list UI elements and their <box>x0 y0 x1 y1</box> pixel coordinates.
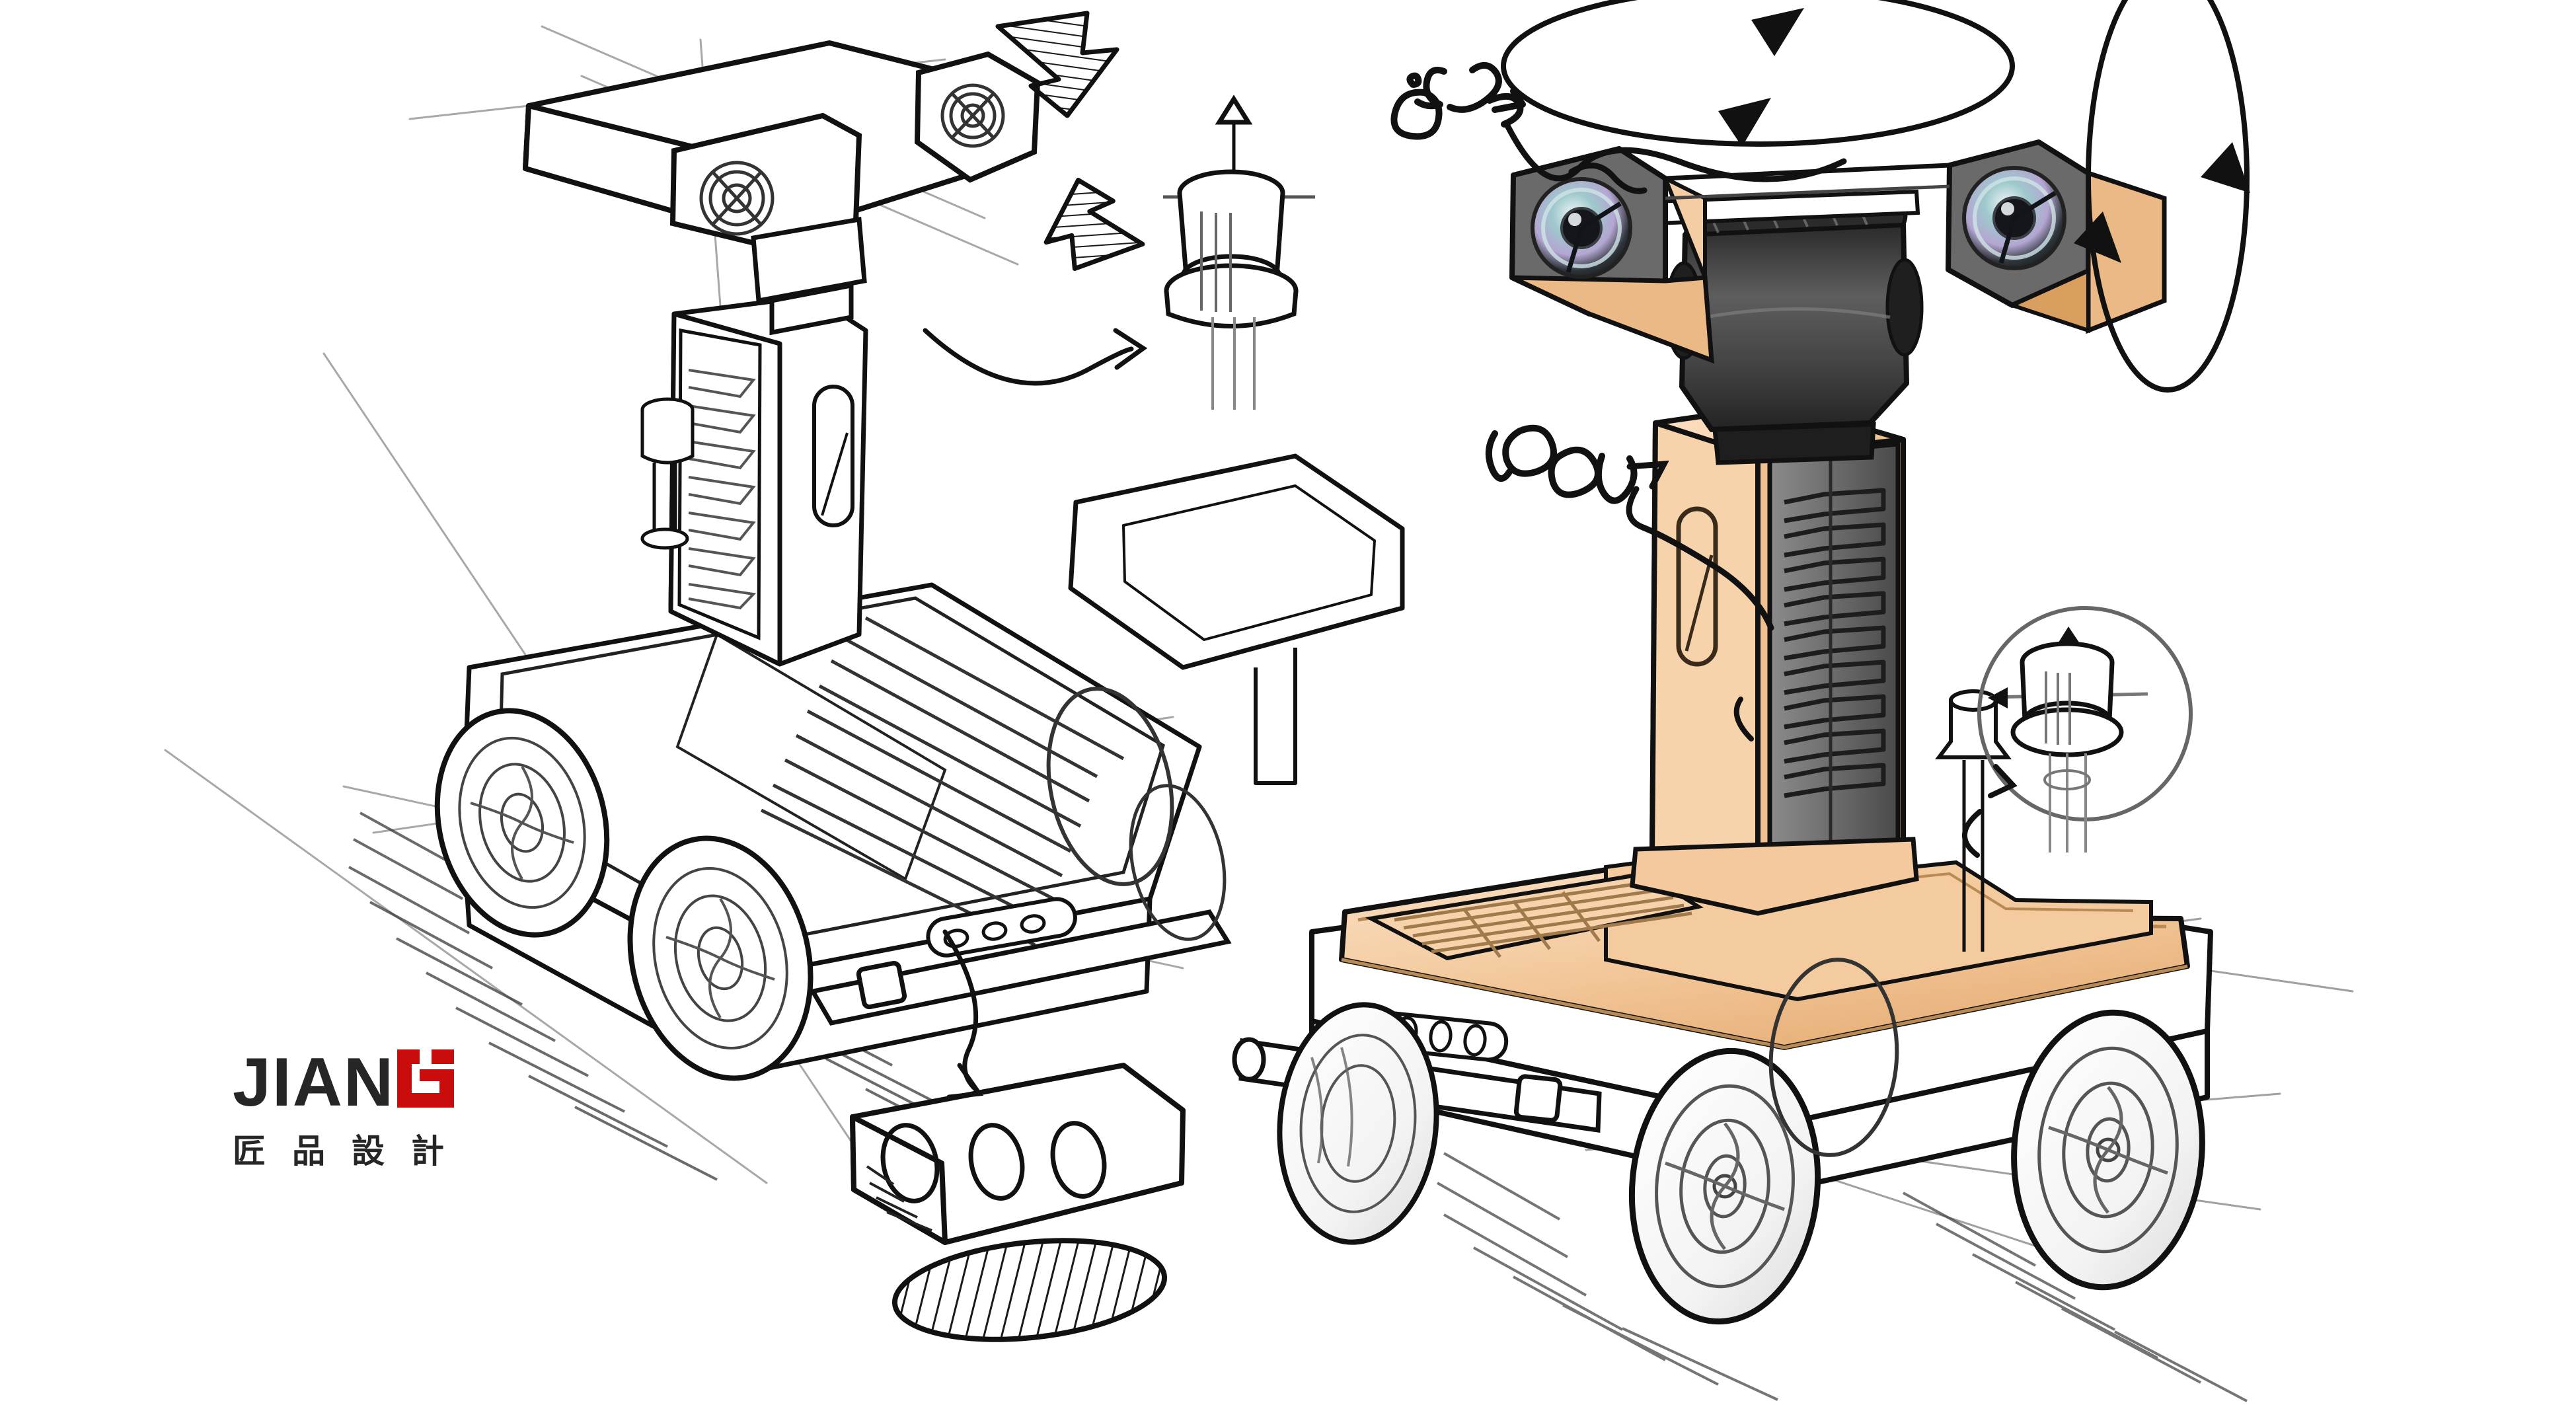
left-leader-curve <box>923 328 1148 386</box>
logo-subtitle: 匠 品 設 計 <box>233 1125 510 1172</box>
sensor-pod-shadow <box>891 1238 1168 1342</box>
right-wheel-front-left <box>1277 1002 1439 1245</box>
left-deck-louvres <box>760 616 1125 947</box>
right-camera-left-housing <box>1509 146 1714 364</box>
tilt-arrow-up[interactable] <box>995 11 1119 118</box>
camera-lens-right <box>1962 166 2066 270</box>
right-mast-slot <box>1676 506 1718 667</box>
tilt-arrow-down[interactable] <box>1035 170 1145 274</box>
left-plinth <box>1068 453 1405 785</box>
annotation-yaw <box>1390 62 1847 194</box>
right-wheel-rear-right <box>2011 1009 2205 1291</box>
left-pan-tilt-yoke <box>751 216 867 336</box>
right-wheel-front-right <box>1628 1047 1821 1325</box>
left-bumper-rail <box>809 909 1232 1026</box>
logo-subtitle-char-4: 計 <box>411 1133 447 1170</box>
right-deck-louvres <box>1365 871 1704 961</box>
callout-sensor-pod <box>850 1063 1186 1245</box>
right-mast-louvre-panel <box>1767 441 1901 882</box>
brand-logo: JIAN 匠 品 設 計 <box>233 1044 510 1175</box>
annotation-tilt <box>1485 424 1774 741</box>
camera-lens-left <box>1531 177 1632 279</box>
logo-subtitle-char-3: 設 <box>352 1133 387 1170</box>
right-wheel-rear-left <box>1768 958 1899 1157</box>
logo-wordmark: JIAN <box>233 1044 510 1121</box>
logo-subtitle-char-2: 品 <box>292 1133 328 1170</box>
right-ground-shadow <box>1437 1152 2248 1402</box>
left-camera-right-housing <box>914 51 1041 183</box>
callout-cylinder-right <box>1962 606 2193 858</box>
callout-cylinder-left <box>1163 95 1315 410</box>
logo-subtitle-char-1: 匠 <box>233 1133 268 1170</box>
left-front-lightbar <box>926 897 1077 958</box>
right-mast-base-collar <box>1630 837 1919 916</box>
right-camera-right-housing <box>1946 139 2167 334</box>
left-wheel-front <box>627 835 814 1081</box>
logo-accent-letter-g <box>397 1049 454 1108</box>
pitch-ellipse[interactable] <box>2074 0 2250 393</box>
yaw-ellipse[interactable] <box>1501 0 2015 147</box>
right-drum-base <box>1712 422 1876 465</box>
logo-wordmark-text: JIAN <box>233 1044 395 1121</box>
left-mast-slot <box>812 385 854 527</box>
sensor-pod-leader <box>942 929 984 1100</box>
left-wheel-rear <box>434 708 610 938</box>
left-mast-side-port <box>640 397 695 550</box>
left-mast-louvre-panel <box>677 328 762 640</box>
right-antenna-post <box>1935 689 2012 952</box>
left-wheel-far <box>1046 687 1227 941</box>
